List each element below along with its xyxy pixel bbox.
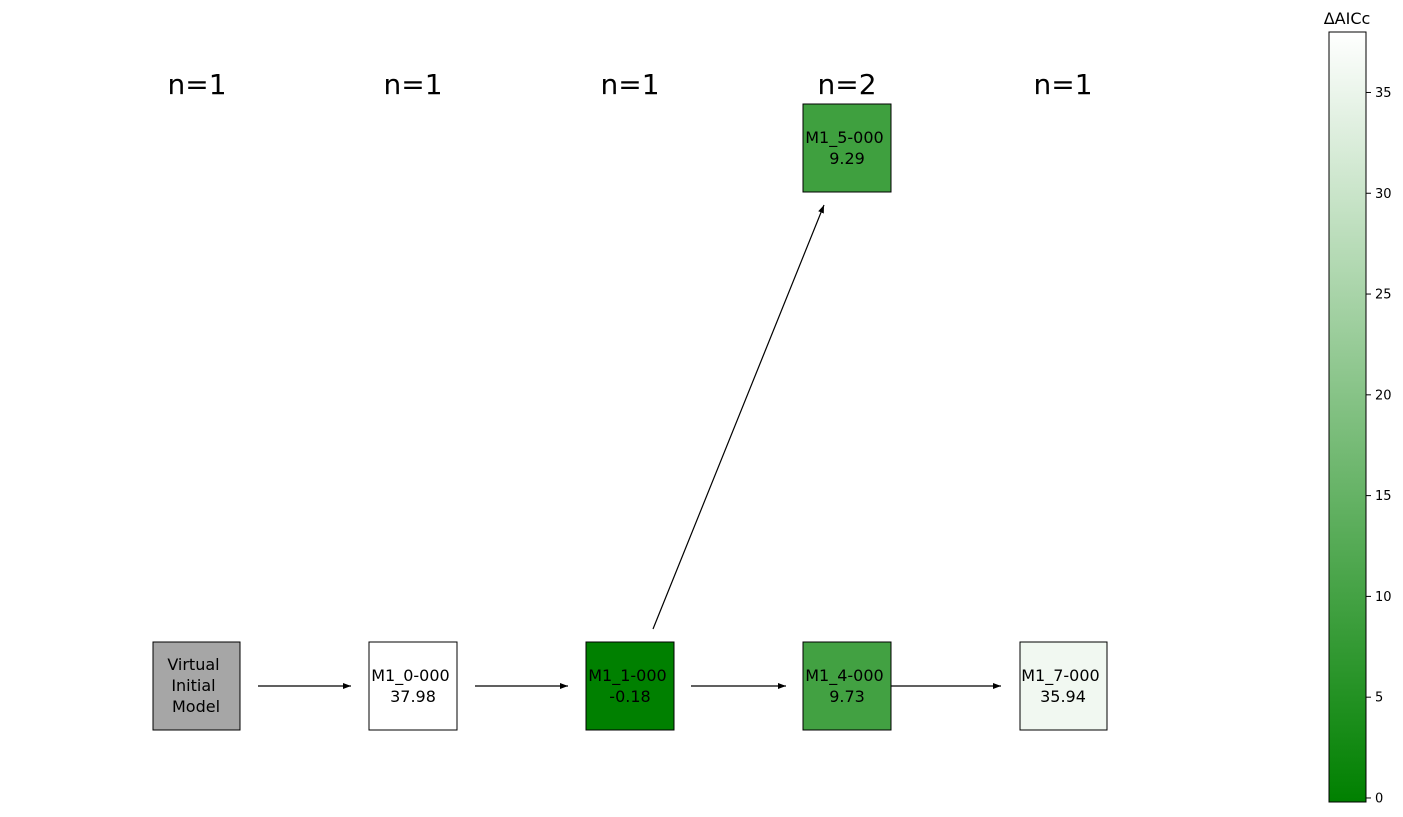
colorbar-tick-label: 10 <box>1375 590 1392 605</box>
node-label-line: M1_1-000 <box>588 666 666 686</box>
node-m1-0-000[interactable]: M1_0-000 37.98 <box>368 641 458 731</box>
colorbar-tick-label: 20 <box>1375 388 1392 403</box>
node-virtual-initial-model[interactable]: Virtual Initial Model <box>152 641 241 731</box>
colorbar-title: ΔAICc <box>1324 9 1371 28</box>
node-label-line: 9.29 <box>829 149 865 168</box>
node-m1-5-000[interactable]: M1_5-000 9.29 <box>802 103 892 193</box>
node-box <box>1019 641 1108 731</box>
edges <box>258 204 1001 689</box>
colorbar: ΔAICc 0 5 10 15 20 25 30 35 <box>1324 9 1392 806</box>
node-label-line: Model <box>172 697 220 716</box>
node-box <box>152 641 241 731</box>
node-m1-4-000[interactable]: M1_4-000 9.73 <box>802 641 892 731</box>
node-label: M1_5-000 9.29 <box>805 128 889 168</box>
colorbar-tick-label: 25 <box>1375 288 1392 303</box>
node-label-line: Virtual <box>167 655 219 674</box>
node-label: M1_7-000 35.94 <box>1021 666 1105 706</box>
node-label: M1_0-000 37.98 <box>371 666 455 706</box>
colorbar-tick-label: 15 <box>1375 489 1392 504</box>
node-label: Virtual Initial Model <box>167 655 224 716</box>
column-count-label: n=2 <box>817 68 876 101</box>
column-count-label: n=1 <box>600 68 659 101</box>
node-label-line: M1_0-000 <box>371 666 449 686</box>
colorbar-gradient <box>1328 31 1367 803</box>
node-label-line: -0.18 <box>609 687 650 706</box>
node-box <box>802 103 892 193</box>
node-box <box>368 641 458 731</box>
node-label: M1_1-000 -0.18 <box>588 666 672 706</box>
node-box <box>585 641 675 731</box>
node-label-line: M1_5-000 <box>805 128 883 148</box>
column-count-label: n=1 <box>167 68 226 101</box>
colorbar-tick-label: 0 <box>1375 791 1383 806</box>
column-count-label: n=1 <box>383 68 442 101</box>
node-label-line: M1_7-000 <box>1021 666 1099 686</box>
node-box <box>802 641 892 731</box>
node-label: M1_4-000 9.73 <box>805 666 889 706</box>
node-label-line: 35.94 <box>1040 687 1086 706</box>
colorbar-ticks: 0 5 10 15 20 25 30 35 <box>1366 86 1392 806</box>
node-label-line: 9.73 <box>829 687 865 706</box>
edge-arrow <box>652 204 825 630</box>
node-label-line: M1_4-000 <box>805 666 883 686</box>
colorbar-tick-label: 30 <box>1375 187 1392 202</box>
node-m1-7-000[interactable]: M1_7-000 35.94 <box>1019 641 1108 731</box>
node-m1-1-000[interactable]: M1_1-000 -0.18 <box>585 641 675 731</box>
node-label-line: Initial <box>171 676 215 695</box>
colorbar-tick-label: 5 <box>1375 691 1383 706</box>
node-label-line: 37.98 <box>390 687 436 706</box>
column-count-label: n=1 <box>1033 68 1092 101</box>
colorbar-tick-label: 35 <box>1375 86 1392 101</box>
